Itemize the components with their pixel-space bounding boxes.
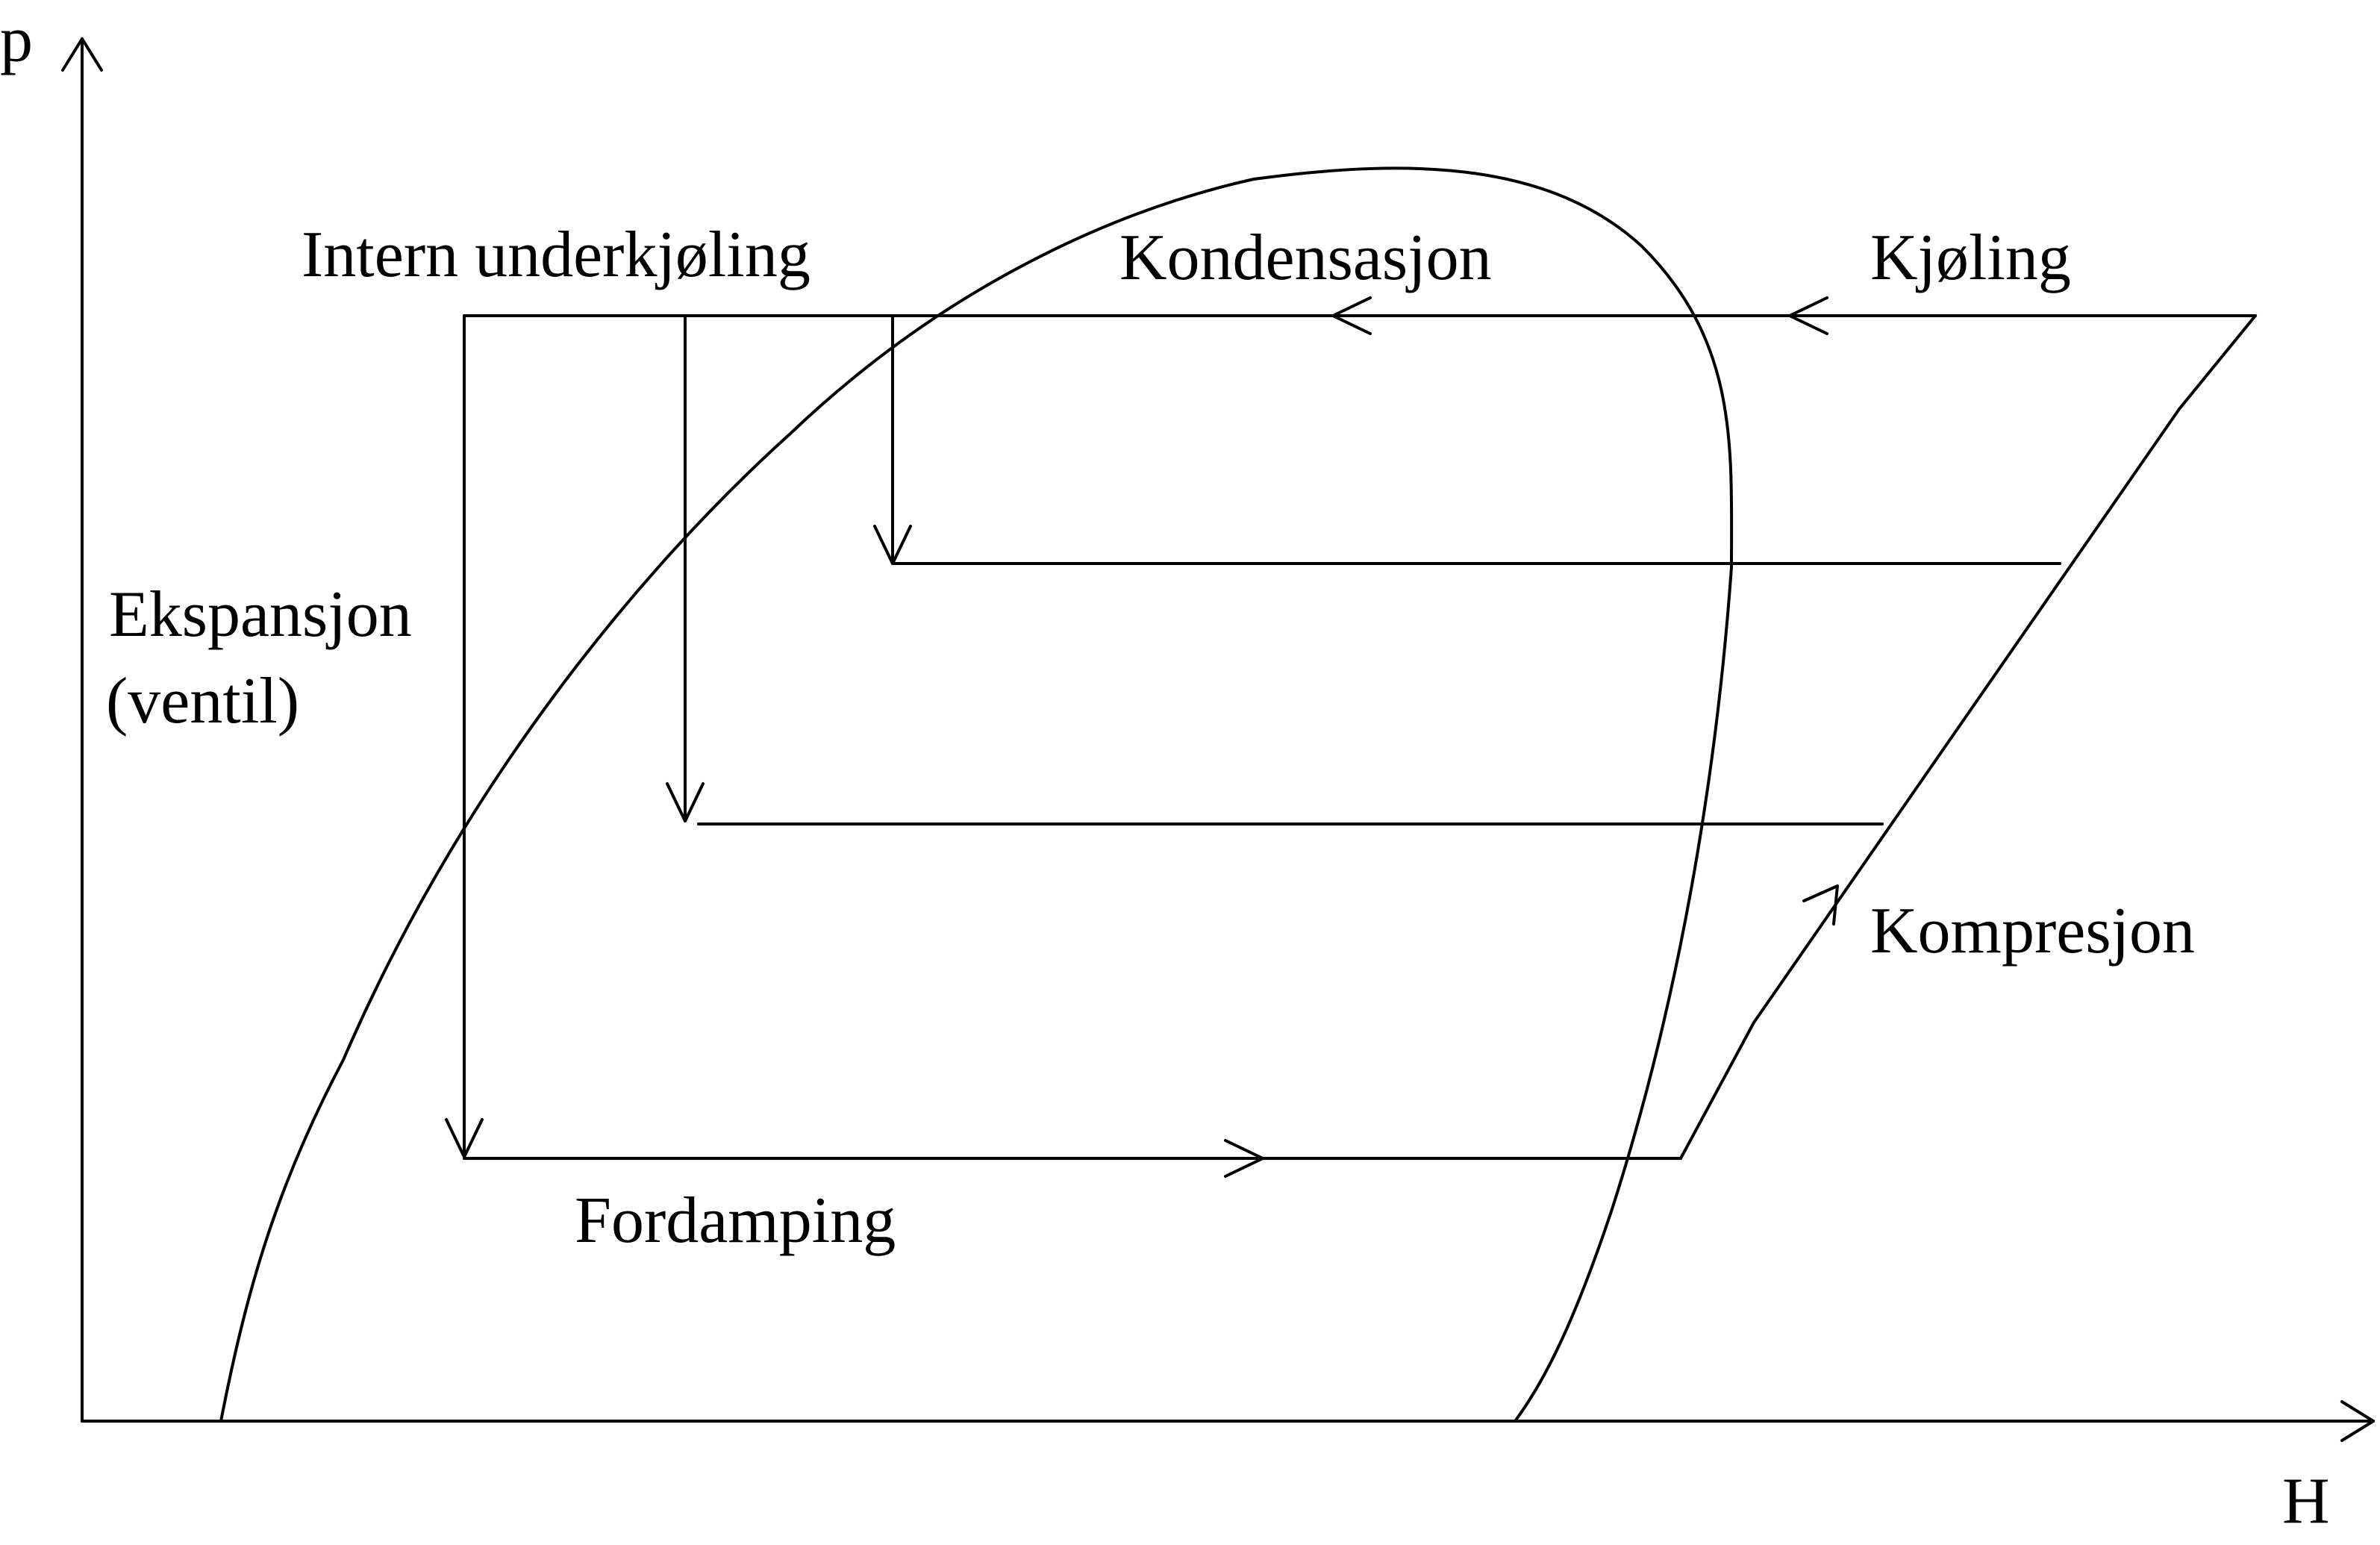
cooling-label: Kjøling xyxy=(1870,222,2071,294)
condensation-label: Kondensasjon xyxy=(1119,222,1492,294)
condensation-arrow-2 xyxy=(1331,296,1372,335)
saturation-dome xyxy=(219,166,1734,1423)
expansion-label-line2: (ventil) xyxy=(106,665,299,737)
axes xyxy=(61,37,2375,1442)
evaporation-label: Fordamping xyxy=(575,1184,896,1257)
x-axis-label: H xyxy=(2282,1465,2330,1538)
compression-label: Kompresjon xyxy=(1870,895,2195,967)
condensation-arrow-1 xyxy=(1788,296,1828,335)
y-axis-arrowhead xyxy=(61,37,103,72)
y-axis-label: p xyxy=(0,4,33,76)
x-axis-arrowhead xyxy=(2340,1400,2375,1442)
evaporation-arrow xyxy=(1224,1139,1264,1178)
expansion-label-line1: Ekspansjon xyxy=(109,578,412,651)
compression-line xyxy=(1679,314,2257,1160)
subcooling-drop-2-arrow xyxy=(666,782,705,823)
compression-arrow xyxy=(1802,884,1839,926)
internal-subcooling-label: Intern underkjøling xyxy=(302,219,810,291)
